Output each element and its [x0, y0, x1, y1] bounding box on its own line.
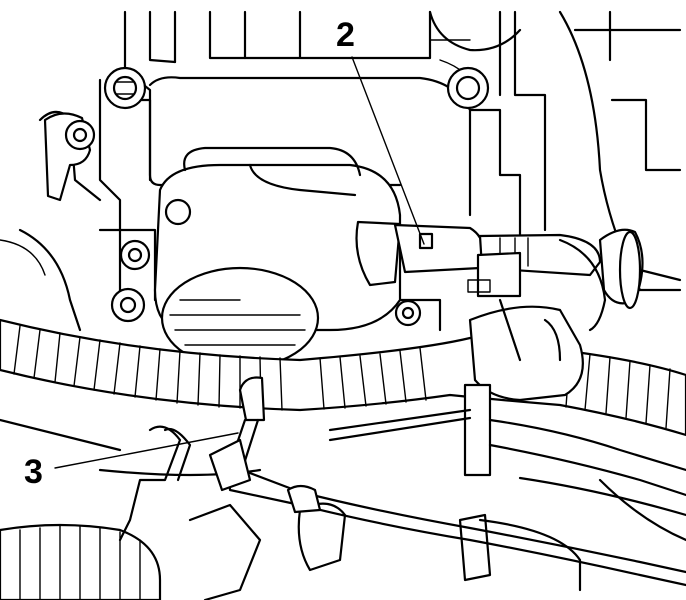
callout-label-2: 2	[336, 16, 355, 54]
left-bracket	[43, 112, 96, 202]
corrugated-harness	[0, 298, 686, 477]
throttle-body	[110, 146, 422, 370]
bolt-top-left	[103, 66, 147, 110]
bolt-top-right	[446, 66, 490, 110]
sensor-cable	[118, 376, 686, 587]
leader-line-3	[54, 432, 239, 469]
leader-line-2	[351, 56, 425, 245]
sensor-connector	[355, 220, 682, 332]
lower-hoses	[0, 408, 686, 600]
callout-label-3: 3	[24, 453, 43, 491]
